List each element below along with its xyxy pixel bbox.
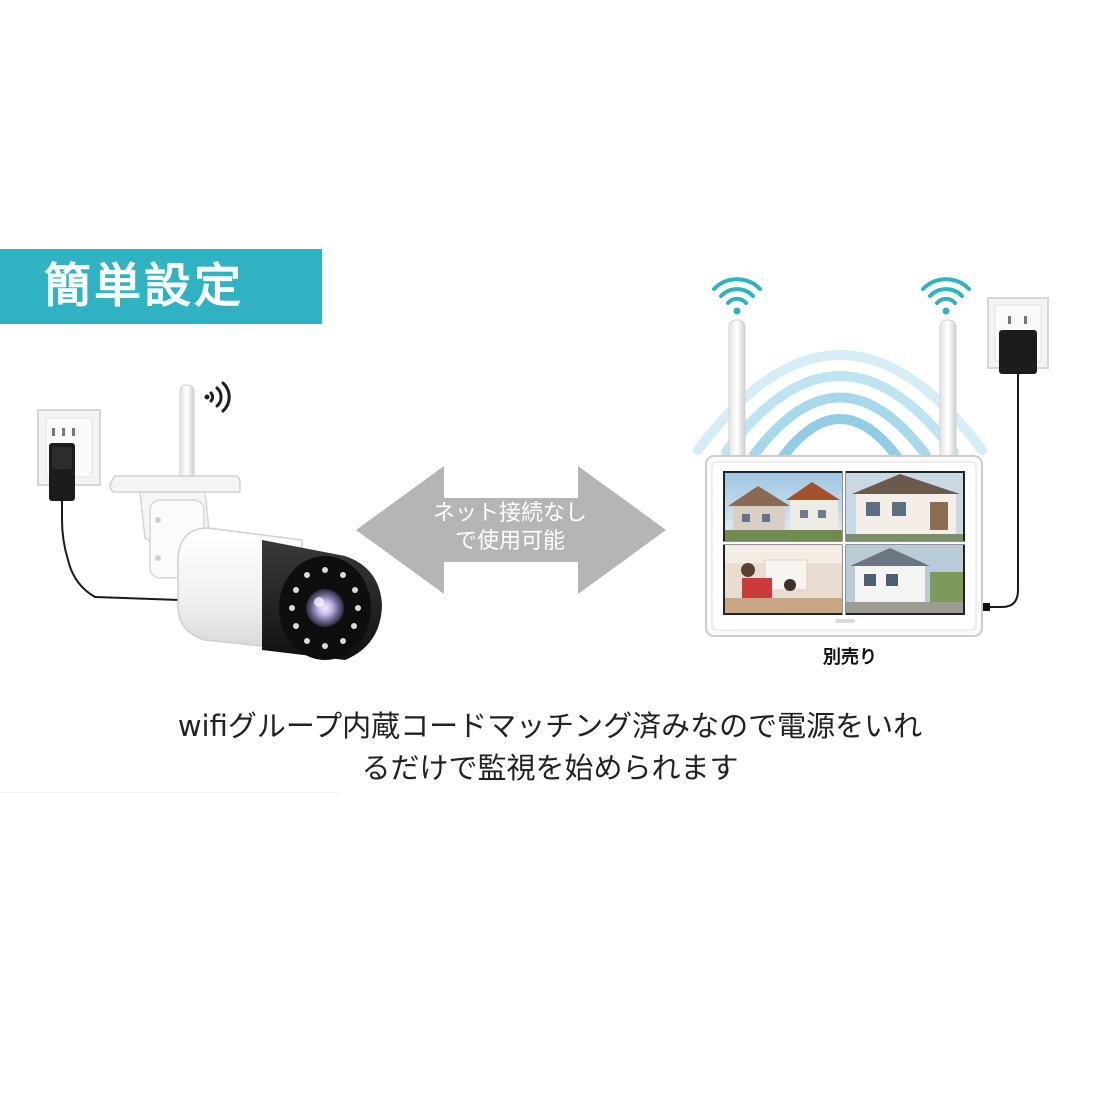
- banner-title: 簡単設定: [44, 259, 244, 314]
- power-plug-icon: [978, 330, 1037, 611]
- description-caption: wifiグループ内蔵コードマッチング済みなので電源をいれ るだけで監視を始められ…: [100, 705, 1000, 789]
- caption-line2: るだけで監視を始められます: [361, 751, 739, 785]
- offline-label-line2: で使用可能: [454, 529, 565, 554]
- wifi-icon: [712, 277, 762, 315]
- camera-feed: [725, 545, 842, 613]
- camera-feed: [846, 473, 963, 541]
- feature-banner: 簡単設定: [0, 249, 322, 324]
- camera-feed: [846, 545, 963, 613]
- divider: [0, 792, 340, 793]
- offline-label: ネット接続なし で使用可能: [400, 500, 620, 556]
- double-arrow-icon: [356, 466, 666, 594]
- wifi-icon: [921, 277, 971, 315]
- sold-separately-label: 別売り: [823, 647, 877, 668]
- wifi-icon: [204, 381, 231, 413]
- security-camera-icon: [109, 384, 382, 660]
- power-plug-icon: [49, 443, 181, 601]
- monitor-icon: [705, 455, 983, 637]
- caption-line1: wifiグループ内蔵コードマッチング済みなので電源をいれ: [177, 709, 923, 743]
- camera-feed: [725, 473, 842, 541]
- offline-label-line1: ネット接続なし: [432, 501, 587, 526]
